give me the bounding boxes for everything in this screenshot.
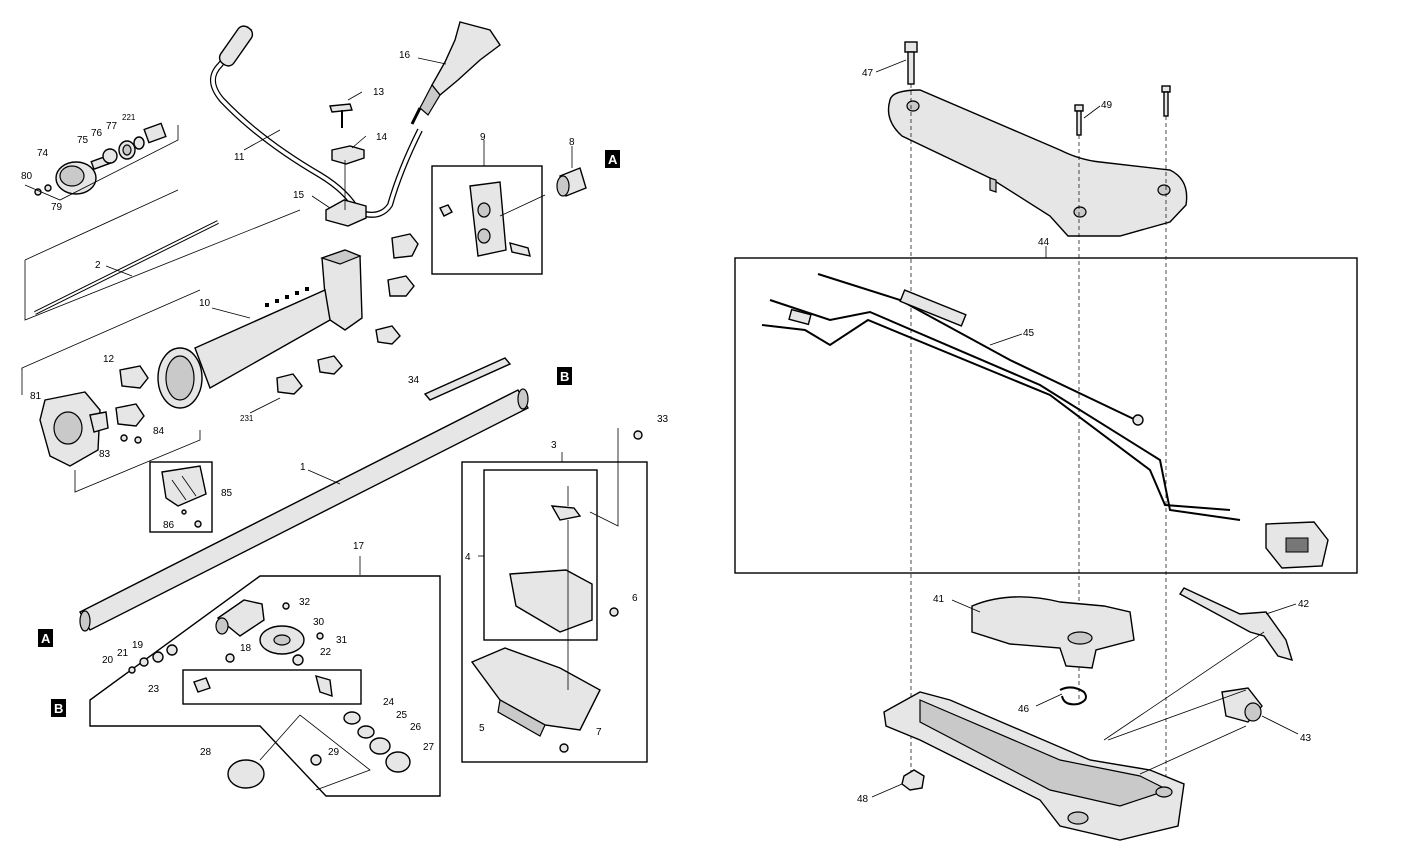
label-part-74: 74	[37, 148, 49, 159]
wiring-box	[734, 246, 1358, 574]
label-part-7: 7	[596, 727, 602, 738]
marker-a-upper: A	[605, 150, 620, 168]
label-part-12: 12	[103, 354, 115, 365]
label-part-80: 80	[21, 171, 33, 182]
label-part-44: 44	[1038, 237, 1050, 248]
label-part-11: 11	[234, 152, 245, 163]
label-part-86: 86	[163, 520, 175, 531]
label-part-85: 85	[221, 488, 233, 499]
clutch-group	[24, 122, 179, 201]
handle-bar	[210, 25, 423, 218]
label-part-27: 27	[423, 742, 435, 753]
label-part-30: 30	[313, 617, 325, 628]
lower-handle	[883, 631, 1265, 841]
label-part-21: 21	[117, 648, 129, 659]
label-part-47: 47	[862, 68, 874, 79]
housing	[157, 249, 363, 409]
label-part-221: 221	[122, 113, 136, 122]
label-part-2: 2	[95, 260, 101, 271]
label-part-49: 49	[1101, 100, 1113, 111]
drive-shaft	[24, 189, 301, 321]
label-part-14: 14	[376, 132, 388, 143]
label-part-6: 6	[632, 593, 638, 604]
strip-34	[423, 357, 512, 401]
label-part-5: 5	[479, 723, 485, 734]
label-part-3: 3	[551, 440, 557, 451]
label-part-76: 76	[91, 128, 103, 139]
engine-mount	[39, 391, 201, 493]
label-part-28: 28	[200, 747, 212, 758]
leader-lines-left	[105, 57, 573, 575]
label-part-33: 33	[657, 414, 669, 425]
label-part-18: 18	[240, 643, 252, 654]
part-number-labels: 1 2 3 4 5 6 7 8 9 10 11 12 13 14 15 16 1…	[21, 50, 1312, 805]
label-part-43: 43	[1300, 733, 1312, 744]
label-part-15: 15	[293, 190, 305, 201]
label-part-84: 84	[153, 426, 165, 437]
svg-text:B: B	[54, 701, 63, 716]
label-part-31: 31	[336, 635, 348, 646]
sleeve-8	[556, 167, 587, 197]
label-part-45: 45	[1023, 328, 1035, 339]
svg-text:B: B	[560, 369, 569, 384]
label-part-83: 83	[99, 449, 111, 460]
leader-lines-right	[871, 59, 1299, 798]
label-part-19: 19	[132, 640, 144, 651]
lever-parts	[971, 587, 1294, 723]
label-part-22: 22	[320, 647, 332, 658]
part-85-box	[149, 461, 213, 533]
bracket-box-9	[431, 165, 546, 275]
marker-b-lower: B	[51, 699, 66, 717]
label-part-8: 8	[569, 137, 575, 148]
throttle-grip	[410, 21, 501, 125]
label-part-46: 46	[1018, 704, 1030, 715]
clamp-parts	[325, 103, 367, 227]
label-part-79: 79	[51, 202, 63, 213]
dampers	[21, 233, 419, 427]
label-part-4: 4	[465, 552, 471, 563]
label-part-41: 41	[933, 594, 945, 605]
guard-box	[461, 428, 648, 763]
label-part-34: 34	[408, 375, 420, 386]
label-part-24: 24	[383, 697, 395, 708]
label-part-26: 26	[410, 722, 422, 733]
label-part-77: 77	[106, 121, 118, 132]
label-part-20: 20	[102, 655, 114, 666]
label-part-9: 9	[480, 132, 486, 143]
label-part-23: 23	[148, 684, 160, 695]
label-part-42: 42	[1298, 599, 1310, 610]
label-part-16: 16	[399, 50, 411, 61]
marker-a-lower: A	[38, 629, 53, 647]
upper-handle	[887, 89, 1188, 237]
label-part-32: 32	[299, 597, 311, 608]
label-part-13: 13	[373, 87, 385, 98]
marker-b-upper: B	[557, 367, 572, 385]
svg-text:A: A	[608, 152, 618, 167]
label-part-10: 10	[199, 298, 211, 309]
label-part-75: 75	[77, 135, 89, 146]
label-part-17: 17	[353, 541, 365, 552]
svg-text:A: A	[41, 631, 51, 646]
label-part-29: 29	[328, 747, 340, 758]
shaft-tube	[79, 388, 529, 632]
label-part-231: 231	[240, 414, 254, 423]
label-part-81: 81	[30, 391, 42, 402]
reference-markers: A B A B	[38, 150, 620, 717]
label-part-1: 1	[300, 462, 306, 473]
label-part-48: 48	[857, 794, 869, 805]
label-part-25: 25	[396, 710, 408, 721]
gear-case-box	[89, 575, 441, 797]
